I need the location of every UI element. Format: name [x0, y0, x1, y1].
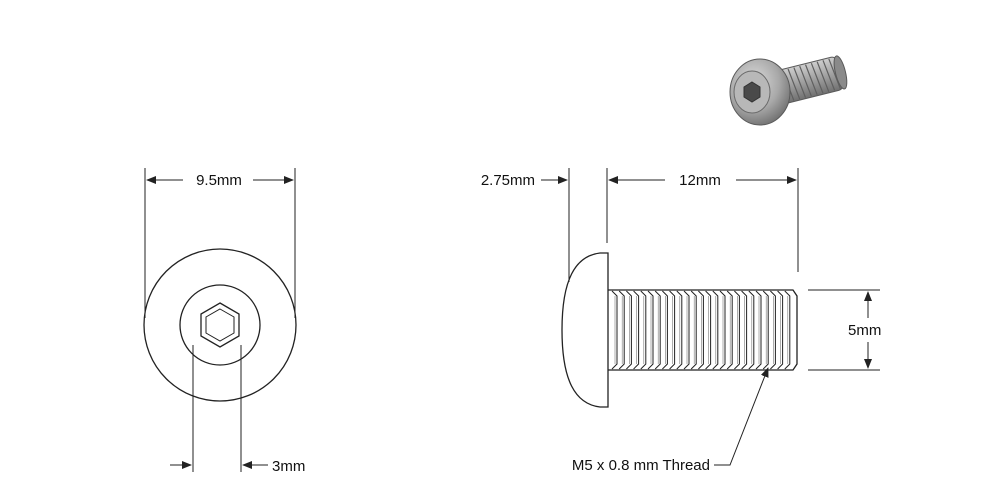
- render-thread-line: [799, 65, 812, 97]
- render-thread-line: [804, 64, 818, 95]
- render-hex-socket: [743, 81, 761, 103]
- thread-crest: [755, 290, 762, 370]
- head-profile: [561, 252, 609, 408]
- render-thread-line: [816, 61, 830, 93]
- head-outline: [143, 248, 297, 402]
- thread-crest: [719, 290, 726, 370]
- thread-crest: [669, 290, 676, 370]
- thread-crest: [676, 290, 683, 370]
- thread-crest: [762, 290, 769, 370]
- thread-crest: [770, 290, 776, 370]
- thread-crest: [683, 290, 690, 370]
- thread-crest: [611, 290, 618, 370]
- thread-crest: [748, 290, 755, 370]
- hex-socket: [200, 302, 240, 348]
- screw-render: [729, 55, 848, 126]
- render-thread-line: [793, 67, 807, 98]
- head-diameter-label: 9.5mm: [196, 172, 242, 189]
- head-height-label: 2.75mm: [481, 172, 535, 189]
- render-thread-line: [810, 62, 824, 94]
- thread-label: M5 x 0.8 mm Thread: [572, 457, 710, 474]
- thread-crest: [734, 290, 740, 370]
- thread-crest: [690, 290, 697, 370]
- thread-crest: [618, 290, 625, 370]
- render-thread-line: [828, 58, 842, 90]
- thread-crest: [712, 290, 719, 370]
- thread-crest: [777, 290, 784, 370]
- render-shaft-tip: [833, 55, 848, 90]
- thread-crest: [741, 290, 748, 370]
- thread-crest: [698, 290, 704, 370]
- hex-size-label: 3mm: [272, 458, 305, 475]
- render-thread-line: [822, 60, 836, 91]
- thread-crest: [705, 290, 712, 370]
- thread-crest: [640, 290, 647, 370]
- thread-crest: [726, 290, 733, 370]
- hex-socket-inner: [205, 308, 235, 342]
- render-thread-line: [787, 68, 801, 100]
- recess-circle: [179, 284, 261, 366]
- thread-crest: [654, 290, 661, 370]
- length-label: 12mm: [679, 172, 721, 189]
- thread-crest: [626, 290, 632, 370]
- thread-crest: [633, 290, 640, 370]
- thread-lines: [611, 290, 791, 370]
- thread-crest: [784, 290, 791, 370]
- thread-leader: [714, 367, 769, 466]
- diameter-label: 5mm: [848, 322, 881, 339]
- side-view: 2.75mm 12mm 5mm M5 x 0.8 mm Thread: [481, 168, 881, 474]
- thread-crest: [647, 290, 654, 370]
- front-view: 9.5mm 3mm: [143, 168, 305, 475]
- thread-crest: [662, 290, 668, 370]
